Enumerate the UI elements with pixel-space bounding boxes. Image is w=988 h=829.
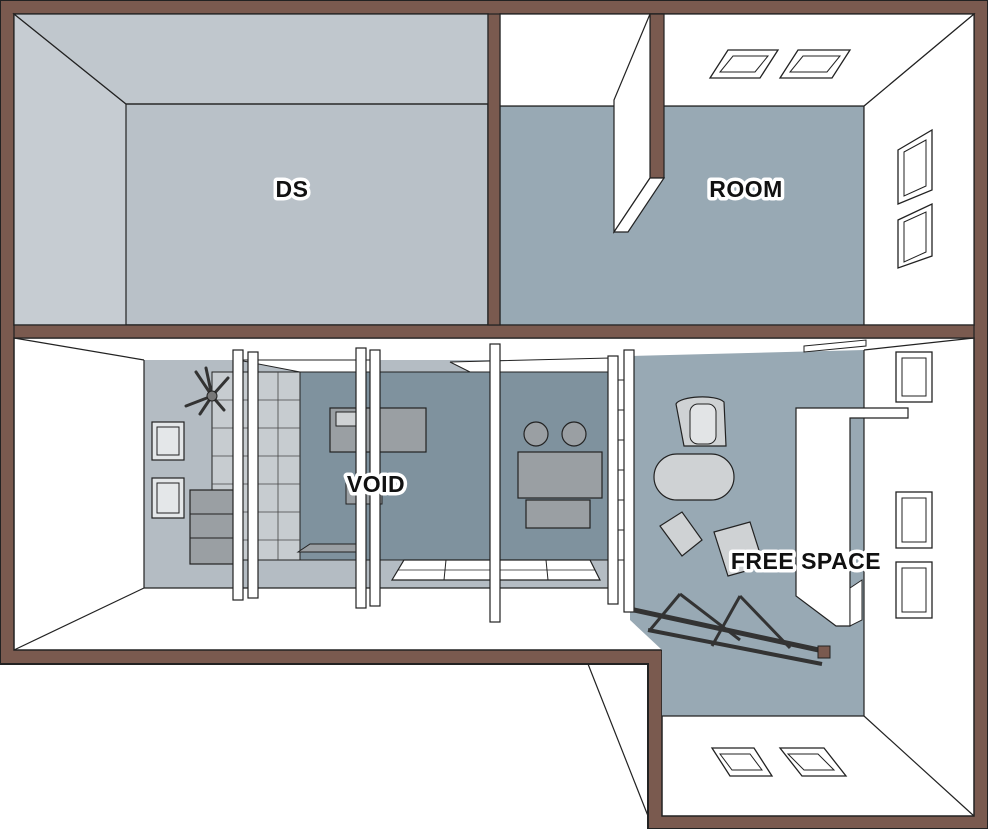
window-icon <box>895 491 933 549</box>
reclining-chair-icon <box>675 396 727 447</box>
partition-panel <box>489 343 501 623</box>
ds-room <box>12 12 489 326</box>
table-icon <box>653 453 735 501</box>
room-label-void: VOID <box>347 471 405 497</box>
skylight-icon <box>778 49 852 79</box>
staircase-truss <box>633 592 831 666</box>
window-icon <box>897 202 933 269</box>
armchair-icon <box>659 511 765 577</box>
room-label-room: ROOM <box>709 176 783 202</box>
ladder-panel <box>607 349 635 613</box>
window-icon <box>895 351 933 403</box>
window-icon <box>897 128 933 205</box>
wall-unit <box>795 407 909 627</box>
room-room <box>499 12 976 326</box>
partition-panel <box>232 349 259 601</box>
lower-wing <box>13 337 975 817</box>
skylight-icon <box>708 49 780 79</box>
skylight-icon <box>710 747 774 777</box>
plant-icon <box>184 366 230 416</box>
window-icon <box>151 477 185 519</box>
skylight-icon <box>778 747 848 777</box>
room-label-ds: DS <box>276 176 309 202</box>
sofa-icon <box>517 421 603 529</box>
window-icon <box>151 421 185 461</box>
window-icon <box>895 561 933 619</box>
partition-panel <box>355 347 381 609</box>
cabinet-icon <box>189 489 235 565</box>
room-label-free-space: FREE SPACE <box>731 548 881 574</box>
